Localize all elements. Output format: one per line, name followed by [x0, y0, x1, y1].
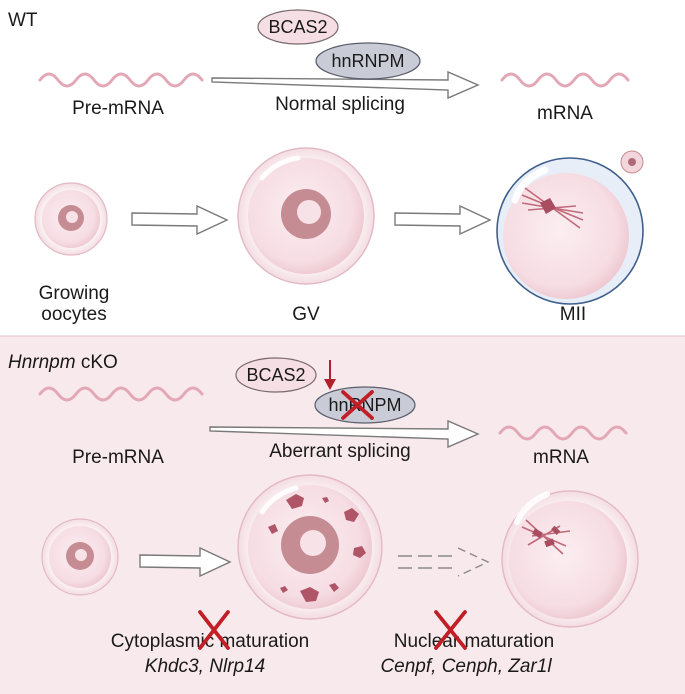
wt-splicing-arrow	[211, 70, 480, 100]
cko-mrna-wave	[498, 425, 628, 441]
cko-bcas2-label: BCAS2	[246, 365, 306, 385]
cko-growing-oocyte	[41, 518, 119, 596]
cko-pre-mrna-label: Pre-mRNA	[72, 447, 164, 468]
wt-pre-mrna-label: Pre-mRNA	[72, 98, 164, 119]
wt-growing-label-2: oocytes	[41, 304, 107, 325]
wt-growing-label-1: Growing	[38, 283, 110, 304]
wt-mii-oocyte	[496, 150, 644, 305]
wt-arrow-1	[131, 204, 229, 236]
cko-header-gene: Hnrnpm	[8, 352, 76, 373]
aggregates	[268, 494, 366, 602]
wt-gv-oocyte	[237, 147, 375, 285]
wt-mrna-wave	[500, 72, 630, 88]
cytoplasmic-genes: Khdc3, Nlrp14	[144, 656, 266, 677]
cytoplasmic-title: Cytoplasmic maturation	[110, 631, 310, 652]
cko-pre-mrna-wave	[38, 386, 204, 402]
cko-gv-oocyte	[237, 474, 383, 620]
cko-hnrnpm-label: hnRNPM	[328, 395, 402, 415]
cko-splicing-arrow	[209, 419, 480, 449]
wt-header: WT	[8, 10, 38, 31]
wt-pre-mrna-wave	[38, 72, 204, 88]
down-arrow-icon	[324, 360, 336, 390]
wt-bcas2-label: BCAS2	[268, 17, 328, 37]
wt-process-label: Normal splicing	[275, 94, 405, 115]
wt-mrna-label: mRNA	[537, 103, 593, 124]
wt-hnrnpm-label: hnRNPM	[331, 51, 405, 71]
wt-growing-oocyte	[34, 182, 108, 256]
cko-arrow-1	[139, 546, 232, 578]
cko-dashed-arrow	[398, 547, 490, 577]
cko-process-label: Aberrant splicing	[269, 441, 411, 462]
cko-mii-oocyte	[501, 490, 639, 628]
wt-bcas2-pill	[257, 9, 339, 45]
wt-arrow-2	[394, 204, 492, 236]
cko-bcas2-pill	[235, 357, 317, 393]
nuclear-genes: Cenpf, Cenph, Zar1l	[380, 656, 552, 677]
nuclear-title: Nuclear maturation	[393, 631, 555, 652]
cko-mrna-label: mRNA	[533, 447, 589, 468]
wt-hnrnpm-pill	[315, 42, 421, 80]
wt-mii-label: MII	[559, 304, 587, 325]
wt-gv-label: GV	[292, 304, 320, 325]
cko-header: Hnrnpm cKO	[8, 352, 118, 374]
cko-header-suffix: cKO	[80, 352, 118, 373]
